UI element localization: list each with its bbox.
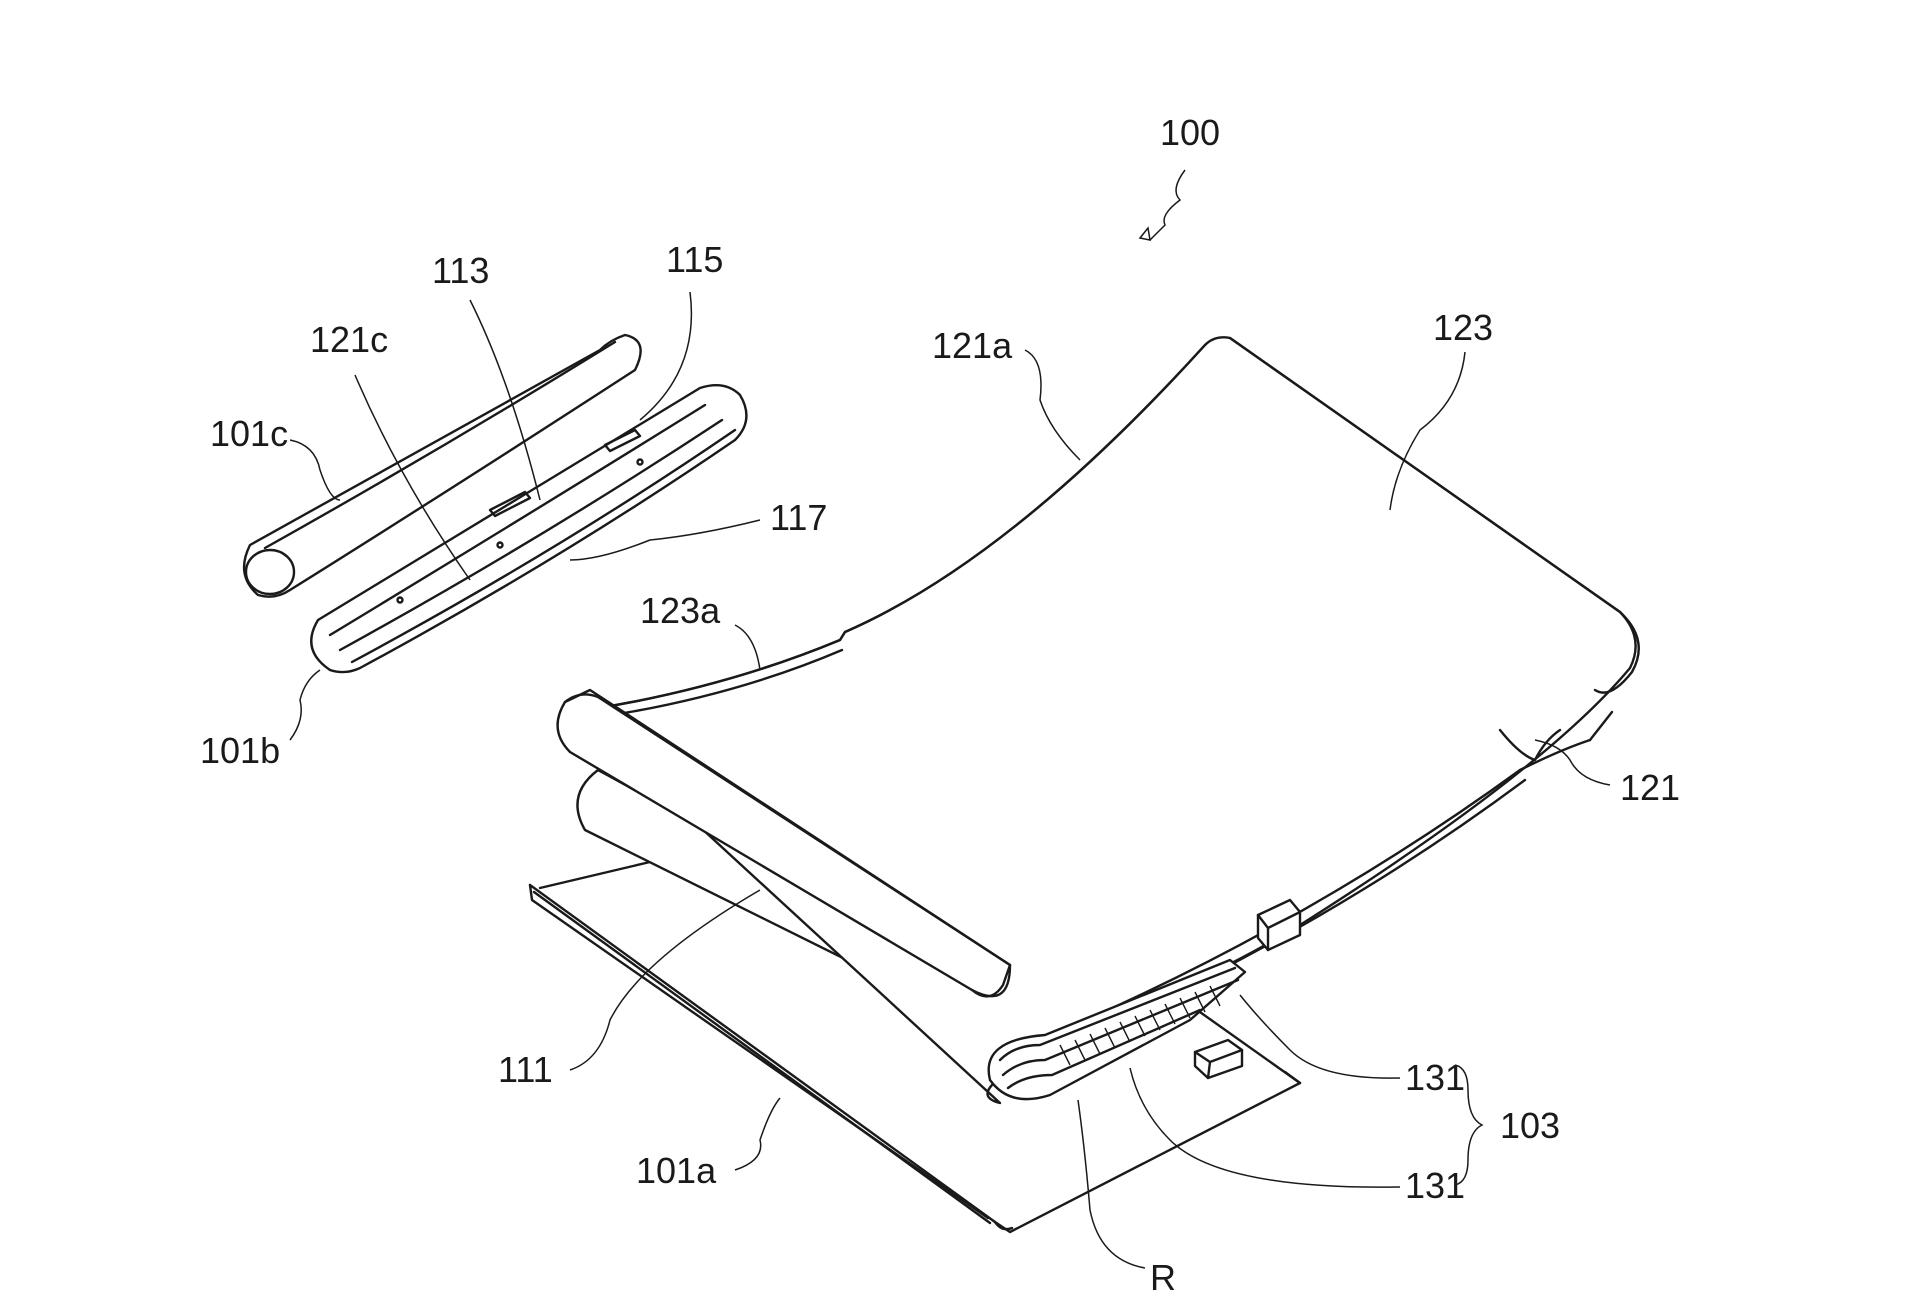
label-121: 121 xyxy=(1620,767,1680,808)
plate-opening-edge xyxy=(1188,1003,1302,1085)
label-R: R xyxy=(1150,1257,1176,1298)
label-131-top: 131 xyxy=(1405,1057,1465,1098)
leader-lines xyxy=(289,169,1611,1269)
label-117: 117 xyxy=(770,497,827,538)
label-101c: 101c xyxy=(210,413,288,454)
reference-labels: 100 113 115 121c 101c 117 123a 101b 121a… xyxy=(200,112,1680,1298)
label-101a: 101a xyxy=(636,1150,717,1191)
side-frame-101b xyxy=(310,384,748,674)
label-113: 113 xyxy=(432,250,489,291)
connector xyxy=(1256,898,1302,952)
side-frame-101c xyxy=(242,333,642,598)
roll-end-R xyxy=(987,958,1247,1101)
label-131-bottom: 131 xyxy=(1405,1165,1465,1206)
label-123a: 123a xyxy=(640,590,721,631)
upper-roller xyxy=(556,688,1012,998)
label-111: 111 xyxy=(498,1049,553,1090)
label-121a: 121a xyxy=(932,325,1013,366)
label-121c: 121c xyxy=(310,319,388,360)
label-101b: 101b xyxy=(200,730,280,771)
label-103: 103 xyxy=(1500,1105,1560,1146)
label-115: 115 xyxy=(666,239,723,280)
plate-tab xyxy=(1193,1038,1244,1080)
label-123: 123 xyxy=(1433,307,1493,348)
label-100: 100 xyxy=(1160,112,1220,153)
